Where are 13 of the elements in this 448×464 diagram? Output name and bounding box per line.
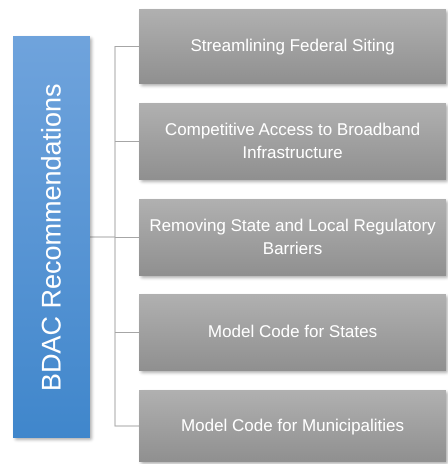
connector-line (90, 236, 140, 426)
recommendation-box (139, 199, 446, 276)
root-box (13, 36, 90, 438)
recommendation-box (139, 103, 446, 180)
recommendation-label: Competitive Access to Broadband Infrastructure (164, 119, 422, 164)
recommendation-label: Model Code for Municipalities (181, 414, 404, 437)
recommendation-box (139, 294, 446, 371)
recommendation-box (139, 9, 446, 84)
recommendation-label: Streamlining Federal Siting (190, 35, 395, 58)
recommendation-label: Removing State and Local Regulatory Barriers (148, 215, 437, 260)
recommendation-label: Model Code for States (208, 321, 378, 344)
recommendation-box (139, 390, 446, 462)
root-label: BDAC Recommendations (35, 83, 68, 391)
